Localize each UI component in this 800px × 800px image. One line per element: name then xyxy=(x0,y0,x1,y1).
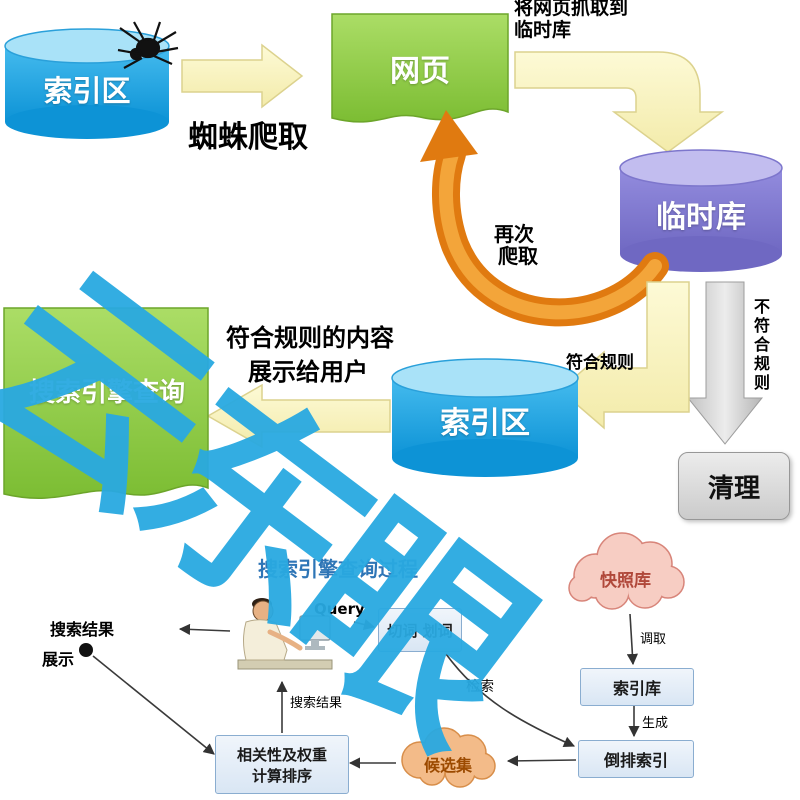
segment-label: 切词 划词 xyxy=(387,621,453,640)
query-doc-label: 搜索引擎查询 xyxy=(28,378,185,408)
snapshot-cloud-shape xyxy=(568,532,685,610)
fetch-label: 调取 xyxy=(640,632,667,647)
show-caption-line2: 展示给用户 xyxy=(248,358,368,386)
query-label: Query xyxy=(314,600,365,618)
result-node-dot xyxy=(79,643,93,657)
temp-db-cylinder xyxy=(619,149,783,272)
grab-caption-line1: 将网页抓取到 xyxy=(514,0,629,19)
rank-label-line1: 相关性及权重 xyxy=(236,745,327,764)
display-label-line1: 搜索结果 xyxy=(50,620,115,639)
rank-box: 相关性及权重 计算排序 xyxy=(215,735,349,794)
display-label-line2: 展示 xyxy=(42,650,75,669)
inverted-index-box: 倒排索引 xyxy=(578,740,694,778)
rank-label-line2: 计算排序 xyxy=(251,766,312,785)
arrow-not-conform xyxy=(686,281,764,445)
index-db-cylinder-2 xyxy=(391,358,579,477)
line-query-to-segment xyxy=(353,619,376,630)
arrow-crawl xyxy=(181,43,304,109)
index-db1-label: 索引区 xyxy=(43,74,131,108)
candidate-cloud-shape xyxy=(401,727,496,788)
retrieve-label: 检索 xyxy=(466,679,494,695)
clean-box: 清理 xyxy=(678,452,790,520)
recrawl-label-line2: 爬取 xyxy=(498,244,538,268)
spider-icon xyxy=(117,21,179,69)
grab-caption-line2: 临时库 xyxy=(514,19,572,41)
line-segment-to-inverted xyxy=(445,653,576,748)
index-db2-label: 索引区 xyxy=(440,406,530,441)
candidate-label: 候选集 xyxy=(424,756,473,775)
temp-db-label: 临时库 xyxy=(656,200,746,235)
index-store-label: 索引库 xyxy=(612,679,661,698)
segment-box: 切词 划词 xyxy=(378,608,462,652)
show-caption-line1: 符合规则的内容 xyxy=(226,324,394,352)
line-snapshot-to-indexstore xyxy=(626,613,638,666)
user-at-computer-icon xyxy=(237,598,333,670)
bottom-title: 搜索引擎查询过程 xyxy=(258,557,418,581)
line-inverted-to-candidate xyxy=(506,755,577,767)
result-label: 搜索结果 xyxy=(290,696,343,711)
arrow-display xyxy=(206,383,391,449)
webpage-doc-shape xyxy=(331,13,509,123)
line-result-to-rank xyxy=(92,655,215,755)
arrow-conform xyxy=(558,281,690,430)
webpage-label: 网页 xyxy=(390,54,450,89)
index-store-box: 索引库 xyxy=(580,668,694,706)
connector-lines xyxy=(92,613,640,769)
snapshot-label: 快照库 xyxy=(600,571,651,591)
line-user-to-result xyxy=(178,623,231,635)
inverted-index-label: 倒排索引 xyxy=(603,751,668,770)
recrawl-label-line1: 再次 xyxy=(494,222,534,246)
clean-label: 清理 xyxy=(707,473,760,504)
arrow-to-tempdb xyxy=(514,51,725,153)
query-doc-shape xyxy=(3,307,209,499)
not-conform-label: 不符合规则 xyxy=(751,298,770,393)
generate-label: 生成 xyxy=(642,716,669,731)
conform-label: 符合规则 xyxy=(566,353,634,373)
arrow-recrawl xyxy=(420,110,669,327)
crawl-label: 蜘蛛爬取 xyxy=(188,120,308,155)
